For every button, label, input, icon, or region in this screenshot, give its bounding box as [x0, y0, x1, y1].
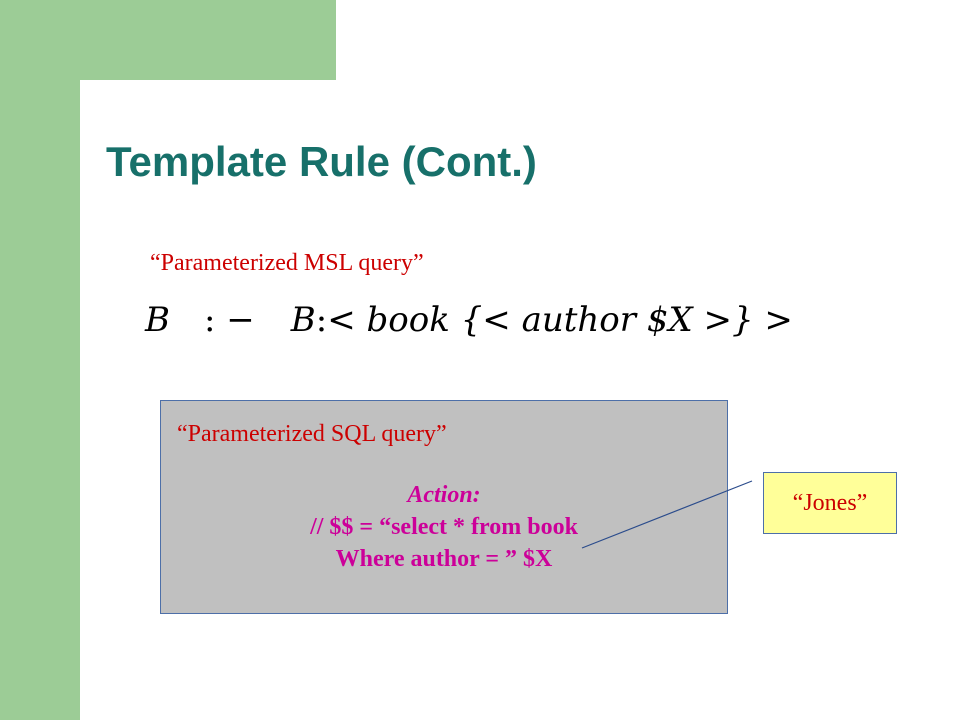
formula-operator: : −	[204, 300, 255, 340]
jones-callout: “Jones”	[763, 472, 897, 534]
formula-rhs-body: < book {< author $X >} >	[327, 300, 793, 340]
left-accent-bar	[0, 0, 80, 720]
slide-title: Template Rule (Cont.)	[106, 138, 537, 185]
sql-query-label: “Parameterized SQL query”	[177, 421, 447, 447]
formula-rhs-separator: :	[315, 300, 328, 340]
sql-query-box: “Parameterized SQL query” Action: // $$ …	[160, 400, 728, 614]
top-accent-bar	[0, 0, 336, 80]
formula-lhs: B	[145, 300, 170, 340]
action-line-2: Where author = ” $X	[335, 546, 553, 572]
action-header: Action:	[407, 482, 481, 508]
msl-query-label: “Parameterized MSL query”	[150, 250, 424, 276]
msl-formula: B : − B:< book {< author $X >} >	[145, 300, 793, 340]
accent-corner	[80, 80, 336, 336]
action-line-1: // $$ = “select * from book	[310, 514, 578, 540]
action-block: Action: // $$ = “select * from book Wher…	[161, 479, 727, 575]
formula-rhs-var: B	[290, 300, 316, 340]
